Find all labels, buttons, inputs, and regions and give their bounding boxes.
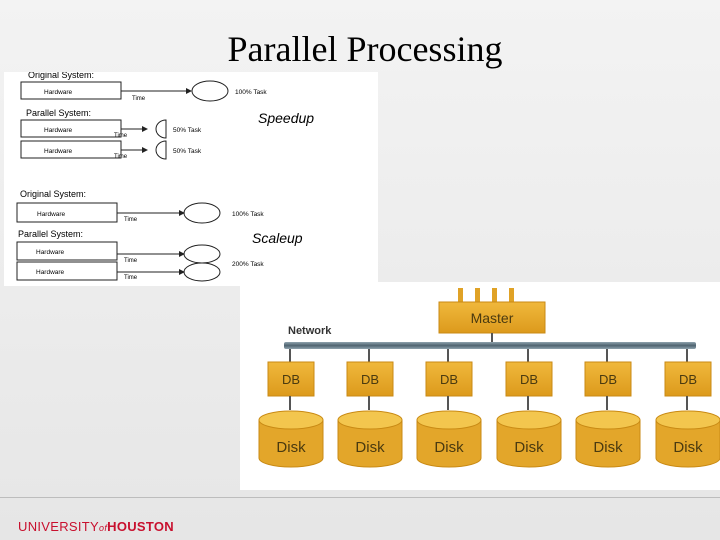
speedup-parallel-time-1: Time	[114, 133, 128, 139]
disk-top	[655, 410, 720, 430]
db-box	[346, 361, 394, 397]
speedup-half-task-label-2: 50% Task	[173, 148, 202, 155]
db-node-column: DB Disk	[258, 349, 324, 468]
db-label: DB	[520, 372, 538, 387]
speedup-half-task-2	[155, 140, 167, 160]
scaleup-parallel-label: Parallel System:	[18, 229, 83, 239]
db-label: DB	[361, 372, 379, 387]
scaleup-original-arrowhead	[179, 210, 185, 216]
logo-houston-text: HOUSTON	[107, 519, 174, 534]
disk-body	[258, 419, 324, 468]
scaleup-parallel-time-1: Time	[124, 258, 138, 264]
speedup-original-arrowhead	[186, 88, 192, 94]
scaleup-caption: Scaleup	[252, 230, 303, 246]
master-pins	[458, 288, 514, 302]
speedup-half-task-1	[155, 119, 167, 139]
speedup-parallel-arrowhead-1	[142, 126, 148, 132]
scaleup-single-task-label: 100% Task	[232, 211, 264, 218]
master-label: Master	[471, 310, 514, 326]
slide-title: Parallel Processing	[227, 29, 503, 69]
scaleup-parallel-hardware-2: Hardware	[36, 269, 65, 276]
speedup-parallel-label: Parallel System:	[26, 108, 91, 118]
scaleup-parallel-arrowhead-1	[179, 251, 185, 257]
speedup-full-task-label: 100% Task	[235, 89, 267, 96]
disk-top	[416, 410, 482, 430]
speedup-parallel-arrowhead-2	[142, 147, 148, 153]
speedup-original-label: Original System:	[28, 72, 94, 80]
scaleup-original-time: Time	[124, 217, 138, 223]
disk-top	[496, 410, 562, 430]
scaleup-double-task-circle-1	[183, 244, 221, 264]
speedup-scaleup-figure: Original System: Hardware Time 100% Task…	[4, 72, 378, 286]
network-bus	[284, 342, 696, 349]
disk-body	[337, 419, 403, 468]
disk-body	[655, 419, 720, 468]
scaleup-original-hardware-box	[16, 202, 118, 223]
logo-university-text: UNIVERSITY	[18, 519, 100, 534]
disk-body	[575, 419, 641, 468]
db-node-column: DB Disk	[337, 349, 403, 468]
university-logo: UNIVERSITYofHOUSTON	[18, 519, 174, 534]
speedup-parallel-time-2: Time	[114, 154, 128, 160]
disk-top	[258, 410, 324, 430]
scaleup-parallel-time-2: Time	[124, 275, 138, 281]
db-box	[664, 361, 712, 397]
network-label: Network	[288, 325, 332, 337]
db-node-column: DB Disk	[416, 349, 482, 468]
speedup-original-time: Time	[132, 96, 146, 102]
db-node-column: DB Disk	[655, 349, 720, 468]
disk-label: Disk	[593, 439, 623, 456]
speedup-full-task-circle	[191, 80, 229, 102]
db-node-column: DB Disk	[575, 349, 641, 468]
disk-label: Disk	[514, 439, 544, 456]
db-box	[584, 361, 632, 397]
scaleup-parallel-hardware-1: Hardware	[36, 249, 65, 256]
speedup-parallel-hardware-2: Hardware	[44, 148, 73, 155]
scaleup-parallel-hardware-box-1	[16, 241, 118, 261]
disk-label: Disk	[276, 439, 306, 456]
disk-body	[416, 419, 482, 468]
db-label: DB	[679, 372, 697, 387]
scaleup-original-hardware: Hardware	[37, 211, 66, 218]
scaleup-original-label: Original System:	[20, 189, 86, 199]
disk-top	[575, 410, 641, 430]
disk-label: Disk	[355, 439, 385, 456]
speedup-caption: Speedup	[258, 110, 314, 126]
db-label: DB	[440, 372, 458, 387]
scaleup-double-task-label: 200% Task	[232, 261, 264, 268]
db-box	[267, 361, 315, 397]
disk-body	[496, 419, 562, 468]
speedup-parallel-hardware-1: Hardware	[44, 127, 73, 134]
scaleup-double-task-circle-2	[183, 262, 221, 282]
scaleup-parallel-hardware-box-2	[16, 261, 118, 281]
shared-nothing-network-figure: Master Network DBDiskDBDiskDBDiskDBDiskD…	[240, 282, 720, 490]
scaleup-parallel-arrowhead-2	[179, 269, 185, 275]
db-label: DB	[282, 372, 300, 387]
speedup-original-hardware: Hardware	[44, 89, 73, 96]
disk-label: Disk	[673, 439, 703, 456]
disk-label: Disk	[434, 439, 464, 456]
db-node-column: DB Disk	[496, 349, 562, 468]
logo-of-text: of	[99, 523, 108, 533]
speedup-half-task-label-1: 50% Task	[173, 127, 202, 134]
footer-divider	[0, 497, 720, 498]
db-label: DB	[599, 372, 617, 387]
scaleup-single-task-circle	[183, 202, 221, 224]
disk-top	[337, 410, 403, 430]
